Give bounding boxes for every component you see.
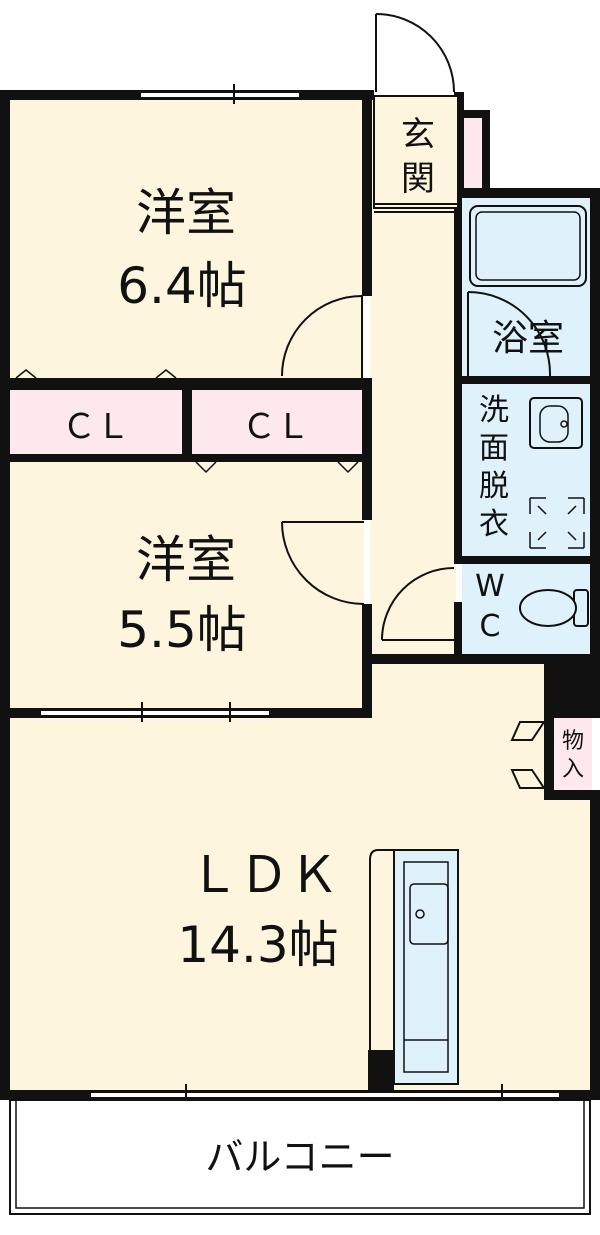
closet-right-floor bbox=[192, 390, 362, 454]
western-room-1-size: 6.4帖 bbox=[117, 257, 247, 315]
washroom-label-4: 衣 bbox=[479, 507, 509, 542]
door-swings bbox=[281, 13, 552, 789]
ldk-floor bbox=[8, 662, 592, 1090]
kitchen-counter bbox=[369, 849, 459, 1085]
washroom-label-2: 面 bbox=[479, 431, 509, 466]
toilet-label-1: W bbox=[475, 569, 505, 604]
wash-basin-icon bbox=[529, 397, 583, 449]
closet-left-label: ＣＬ bbox=[62, 407, 130, 447]
closet-right-label: ＣＬ bbox=[242, 407, 310, 447]
windows bbox=[39, 84, 561, 1104]
bathtub-inner bbox=[475, 211, 581, 281]
toilet-icon bbox=[519, 589, 589, 627]
balcony bbox=[9, 1099, 591, 1215]
western-room-2-size: 5.5帖 bbox=[117, 601, 247, 659]
storage-floor bbox=[554, 718, 592, 790]
washing-machine-space-icon bbox=[529, 497, 585, 549]
western-room-2-name: 洋室 bbox=[136, 531, 236, 589]
closet-left-floor bbox=[10, 390, 182, 454]
sink-icon bbox=[409, 883, 449, 945]
toilet-label-2: C bbox=[480, 609, 501, 644]
ldk-name: ＬＤＫ bbox=[189, 846, 339, 904]
washroom-label-3: 脱 bbox=[479, 469, 509, 504]
entrance-label-1: 玄 bbox=[401, 115, 435, 155]
western-room-1-name: 洋室 bbox=[136, 184, 236, 242]
washroom-label-1: 洗 bbox=[479, 393, 509, 428]
ldk-size: 14.3帖 bbox=[177, 916, 338, 974]
storage-label-1: 物 bbox=[562, 729, 584, 754]
western-room-1-floor bbox=[8, 96, 364, 378]
storage-label-2: 入 bbox=[562, 757, 584, 782]
balcony-label: バルコニー bbox=[205, 1135, 394, 1179]
bathroom-label: 浴室 bbox=[492, 318, 564, 359]
closet-door-marks bbox=[12, 369, 360, 474]
bathtub bbox=[469, 205, 587, 287]
entrance-label-2: 関 bbox=[401, 159, 435, 199]
